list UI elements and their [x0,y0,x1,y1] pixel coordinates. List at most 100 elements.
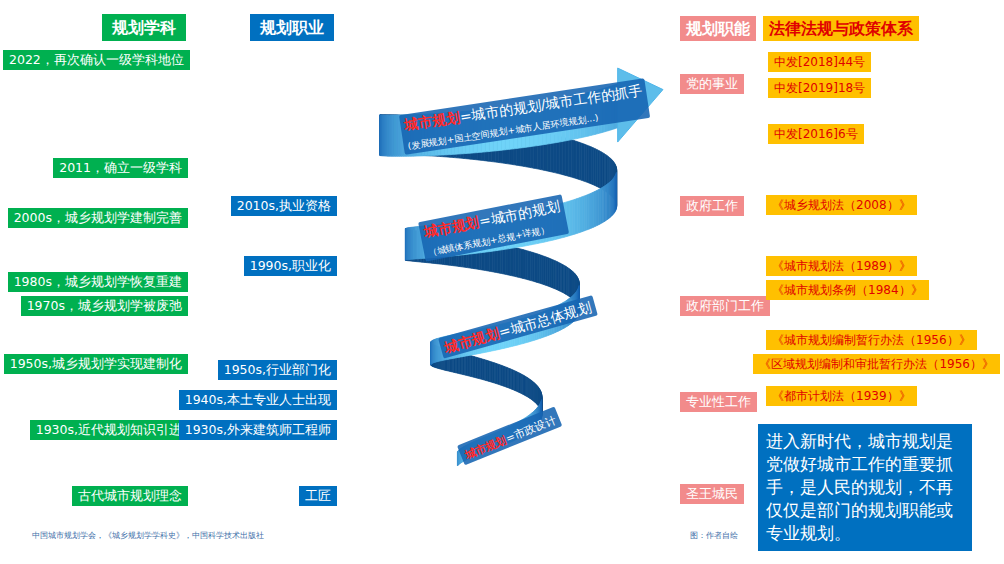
box-text: 进入新时代，城市规划是党做好城市工作的重要抓手，是人民的规划，不再仅仅是部门的规… [766,431,953,543]
ribbon-back [577,141,580,179]
ribbon-front [380,115,381,156]
ribbon-front [457,451,458,465]
box-text: 1970s，城乡规划学被废弛 [27,298,182,313]
ribbon-back [380,115,381,155]
ribbon-back [381,115,383,155]
timeline-box: 《城乡规划法（2008）》 [766,195,917,215]
ribbon-back [505,245,508,275]
term-highlight: 城市规划 [403,110,461,134]
ribbon-back [533,382,535,402]
timeline-box: 2022，再次确认一级学科地位 [3,50,190,70]
ribbon-front [569,200,572,235]
box-text: 《城市规划条例（1984）》 [772,283,923,297]
box-text: 1950s,城乡规划学实现建制化 [10,356,182,371]
timeline-box: 《城市规划法（1989）》 [766,256,917,276]
ribbon-front [405,228,406,260]
spiral-front [380,83,620,466]
ribbon-front [433,340,435,363]
timeline-box: 2010s,执业资格 [231,196,337,216]
ribbon-front [434,339,436,362]
timeline-box: 1990s,职业化 [244,256,337,276]
box-text: 《城乡规划法（2008）》 [772,198,911,212]
ribbon-back [534,383,536,403]
ribbon-front [405,229,406,261]
ribbon-front [380,115,381,156]
term-highlight: 城市规划 [463,434,509,463]
ribbon-front [434,339,436,362]
ribbon-back [535,383,537,403]
timeline-box: 《城市规划条例（1984）》 [766,280,929,300]
column-header: 规划职能 [680,16,756,41]
box-text: 1950s,行业部门化 [224,362,331,377]
ribbon-front [431,341,432,364]
ribbon-back [571,140,574,178]
ribbon-front [406,228,407,260]
timeline-box: 1930s,外来建筑师工程师 [179,420,337,440]
box-text: 规划职业 [260,18,324,37]
ribbon-front [381,115,383,156]
box-text: 2000s，城乡规划学建制完善 [14,210,182,225]
ribbon-front [409,227,411,259]
ribbon-back [523,250,525,279]
ribbon-front [383,115,385,156]
ribbon-front [457,451,458,465]
box-text: 工匠 [305,488,331,503]
timeline-box: 古代城市规划理念 [72,486,188,506]
timeline-box: 工匠 [299,486,337,506]
ribbon-front [379,115,380,156]
ribbon-back [568,139,571,177]
source-note: 图：作者自绘 [690,530,738,541]
column-header: 规划职业 [250,14,334,41]
box-text: 法律法规与政策体系 [769,19,913,38]
ribbon-front [430,342,431,365]
ribbon-back [380,115,381,155]
timeline-box: 2011，确立一级学科 [53,158,188,178]
box-text: 规划职能 [686,19,750,38]
timeline-box: 1970s，城乡规划学被废弛 [21,296,188,316]
ribbon-back [531,380,533,400]
spiral-back [380,115,617,418]
box-text: 《都市计划法（1939）》 [772,389,911,403]
ribbon-back [582,143,584,181]
ribbon-back [535,384,537,404]
box-text: 政府部门工作 [686,298,764,313]
ribbon-front [408,228,410,260]
ribbon-back [405,229,406,260]
term-highlight: 城市规划 [422,214,480,240]
timeline-box: 中发[2016]6号 [768,124,864,144]
ribbon-front [379,115,380,156]
ribbon-front [407,228,409,260]
box-text: 1990s,职业化 [250,258,331,273]
ribbon-back [530,380,532,400]
timeline-box: 中发[2019]18号 [768,78,871,98]
ribbon-back [513,247,516,277]
box-text: 党的事业 [686,76,738,91]
ribbon-front [582,196,584,232]
ribbon-back [525,250,527,279]
timeline-box: 中发[2018]44号 [768,52,871,72]
timeline-box: 1940s,本土专业人士出现 [179,390,337,410]
box-text: 2022，再次确认一级学科地位 [9,52,184,67]
ribbon-front [381,115,383,156]
timeline-box: 1930s,近代规划知识引进 [30,420,188,440]
ribbon-back [380,115,381,155]
ribbon-back [537,386,539,405]
ribbon-front [405,229,406,261]
ribbon-back [508,246,511,276]
timeline-box: 1980s，城乡规划学恢复重建 [8,272,188,292]
ribbon-back [511,246,514,276]
ribbon-front [457,452,458,466]
ribbon-back [584,144,586,182]
ribbon-back [566,138,569,176]
box-text: 2010s,执业资格 [237,198,331,213]
ribbon-front [432,340,433,363]
ribbon-back [405,229,406,261]
ribbon-back [528,251,530,280]
box-text: 1940s,本土专业人士出现 [185,392,331,407]
box-text: 规划学科 [112,18,176,37]
timeline-box: 《都市计划法（1939）》 [766,386,917,406]
box-text: 《区域规划编制和审批暂行办法（1956）》 [759,357,994,371]
spiral-caption: 城市规划=城市总体规划 [438,296,598,360]
box-text: 政府工作 [686,198,738,213]
ribbon-front [436,338,438,361]
